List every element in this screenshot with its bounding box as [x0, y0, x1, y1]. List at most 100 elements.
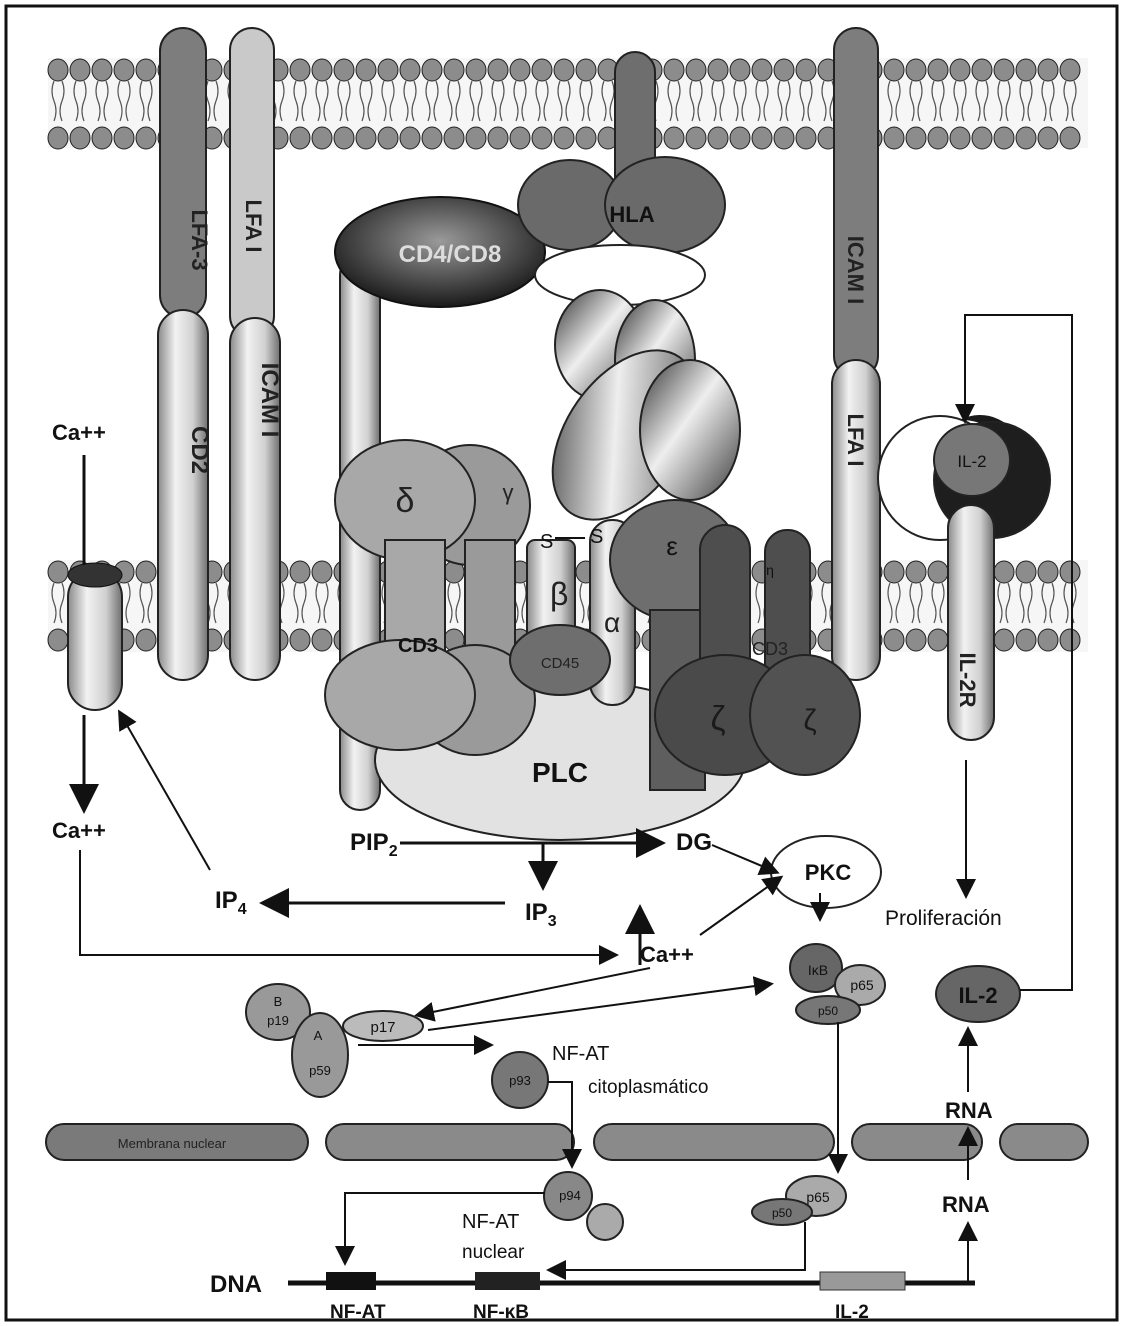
lipid-head — [884, 629, 904, 651]
alpha-label: α — [604, 607, 620, 638]
lipid-head — [884, 127, 904, 149]
zeta1-label: ζ — [711, 700, 726, 738]
ikb-label: IκB — [808, 962, 828, 978]
dg-label: DG — [676, 829, 712, 856]
lipid-head — [136, 561, 156, 583]
lipid-head — [664, 59, 684, 81]
lipid-head — [576, 59, 596, 81]
nfat-nuclear-label: NF-AT — [462, 1211, 519, 1233]
lipid-head — [994, 561, 1014, 583]
proliferacion-label: Proliferación — [885, 907, 1002, 930]
gene-nfkb-label: NF-κB — [473, 1302, 529, 1323]
lipid-head — [906, 127, 926, 149]
lipid-head — [510, 59, 530, 81]
lipid-head — [290, 561, 310, 583]
cd2-molecule: CD2 — [158, 310, 213, 680]
nuclear-label: nuclear — [462, 1242, 525, 1263]
lipid-head — [48, 127, 68, 149]
eta-label: η — [766, 562, 774, 578]
s2-label: S — [590, 526, 603, 548]
lipid-head — [708, 127, 728, 149]
lipid-head — [92, 127, 112, 149]
lipid-head — [532, 127, 552, 149]
lipid-head — [136, 59, 156, 81]
lipid-head — [884, 561, 904, 583]
p50-nuc-label: p50 — [772, 1206, 792, 1220]
icam1-right-label: ICAM I — [843, 236, 868, 304]
il2r-top-label: IL-2 — [957, 452, 986, 471]
lipid-head — [400, 127, 420, 149]
lipid-head — [290, 127, 310, 149]
lipid-head — [1060, 127, 1080, 149]
cd3-right-label: CD3 — [752, 639, 788, 659]
lfa3-label: LFA-3 — [187, 209, 212, 270]
lipid-head — [1038, 59, 1058, 81]
ca-center-label: Ca++ — [640, 942, 694, 967]
lipid-head — [1038, 561, 1058, 583]
cd4cd8-label: CD4/CD8 — [399, 241, 502, 268]
s1-label: S — [540, 531, 553, 553]
il2-protein: IL-2 — [936, 966, 1020, 1022]
plc-label: PLC — [532, 757, 588, 788]
lipid-head — [994, 629, 1014, 651]
lfa3-molecule: LFA-3 — [160, 28, 212, 318]
gamma-label: γ — [503, 480, 514, 505]
lfa1-top-label: LFA I — [241, 200, 266, 253]
p94-label: p94 — [559, 1188, 581, 1203]
lipid-head — [730, 127, 750, 149]
lipid-head — [708, 59, 728, 81]
lipid-head — [906, 59, 926, 81]
lipid-head — [928, 561, 948, 583]
p93-label: p93 — [509, 1073, 531, 1088]
p59-label: p59 — [309, 1063, 331, 1078]
epsilon-label: ε — [666, 531, 678, 561]
p17-label: p17 — [370, 1019, 395, 1036]
lipid-head — [136, 127, 156, 149]
icam1-left-label: ICAM I — [256, 363, 283, 438]
il2r-label: IL-2R — [955, 653, 980, 708]
cd2-label: CD2 — [186, 426, 213, 474]
lipid-head — [70, 59, 90, 81]
lipid-head — [312, 59, 332, 81]
lipid-head — [576, 127, 596, 149]
dna-label: DNA — [210, 1271, 262, 1298]
lfa1-top-molecule: LFA I — [230, 28, 274, 338]
lipid-head — [312, 561, 332, 583]
p65-nuc-label: p65 — [806, 1189, 830, 1205]
ca-mid-label: Ca++ — [52, 818, 106, 843]
lipid-head — [48, 59, 68, 81]
nfat-cyto-label: NF-AT — [552, 1043, 609, 1065]
nuclear-membrane: Membrana nuclear — [46, 1124, 1088, 1160]
lipid-head — [290, 59, 310, 81]
lipid-head — [686, 59, 706, 81]
lipid-head — [928, 127, 948, 149]
lipid-head — [488, 59, 508, 81]
il2-protein-label: IL-2 — [958, 983, 997, 1008]
lipid-head — [48, 561, 68, 583]
lipid-head — [994, 59, 1014, 81]
lipid-head — [444, 59, 464, 81]
lipid-head — [774, 59, 794, 81]
lipid-head — [422, 127, 442, 149]
lipid-head — [1016, 127, 1036, 149]
lipid-head — [334, 127, 354, 149]
lipid-head — [950, 127, 970, 149]
zeta2-label: ζ — [803, 704, 816, 737]
lipid-head — [114, 127, 134, 149]
lipid-head — [554, 127, 574, 149]
lipid-head — [136, 629, 156, 651]
lipid-head — [972, 127, 992, 149]
lipid-head — [1038, 629, 1058, 651]
lipid-head — [1038, 127, 1058, 149]
cd45-label: CD45 — [541, 655, 579, 672]
gene-il2-label: IL-2 — [835, 1302, 869, 1323]
lipid-head — [664, 127, 684, 149]
lipid-head — [730, 59, 750, 81]
nuclear-membrane-label: Membrana nuclear — [118, 1136, 227, 1151]
lipid-head — [752, 127, 772, 149]
pkc-enzyme: PKC — [771, 836, 881, 908]
lipid-head — [422, 59, 442, 81]
lipid-head — [884, 59, 904, 81]
lipid-head — [1060, 629, 1080, 651]
lipid-head — [378, 59, 398, 81]
